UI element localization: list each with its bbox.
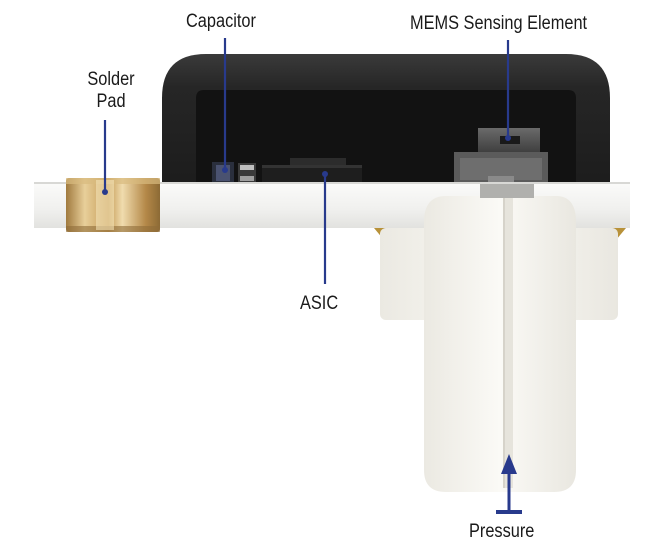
pressure-port — [380, 184, 618, 492]
leader-lines — [103, 38, 510, 284]
capacitor-label: Capacitor — [186, 11, 256, 32]
asic-label: ASIC — [300, 293, 339, 314]
mems-sensing-element-label: MEMS Sensing Element — [410, 13, 588, 34]
capacitor-component — [212, 162, 256, 184]
pressure-label: Pressure — [469, 521, 535, 542]
solder-pad — [66, 178, 160, 232]
solder-pad-label-line1: Solder — [87, 69, 135, 90]
arrow-up-icon — [496, 454, 522, 514]
solder-pad-label: Solder Pad — [72, 69, 149, 113]
solder-pad-label-line2: Pad — [96, 91, 126, 112]
leader-dots — [102, 135, 511, 195]
asic-chip — [262, 158, 362, 185]
